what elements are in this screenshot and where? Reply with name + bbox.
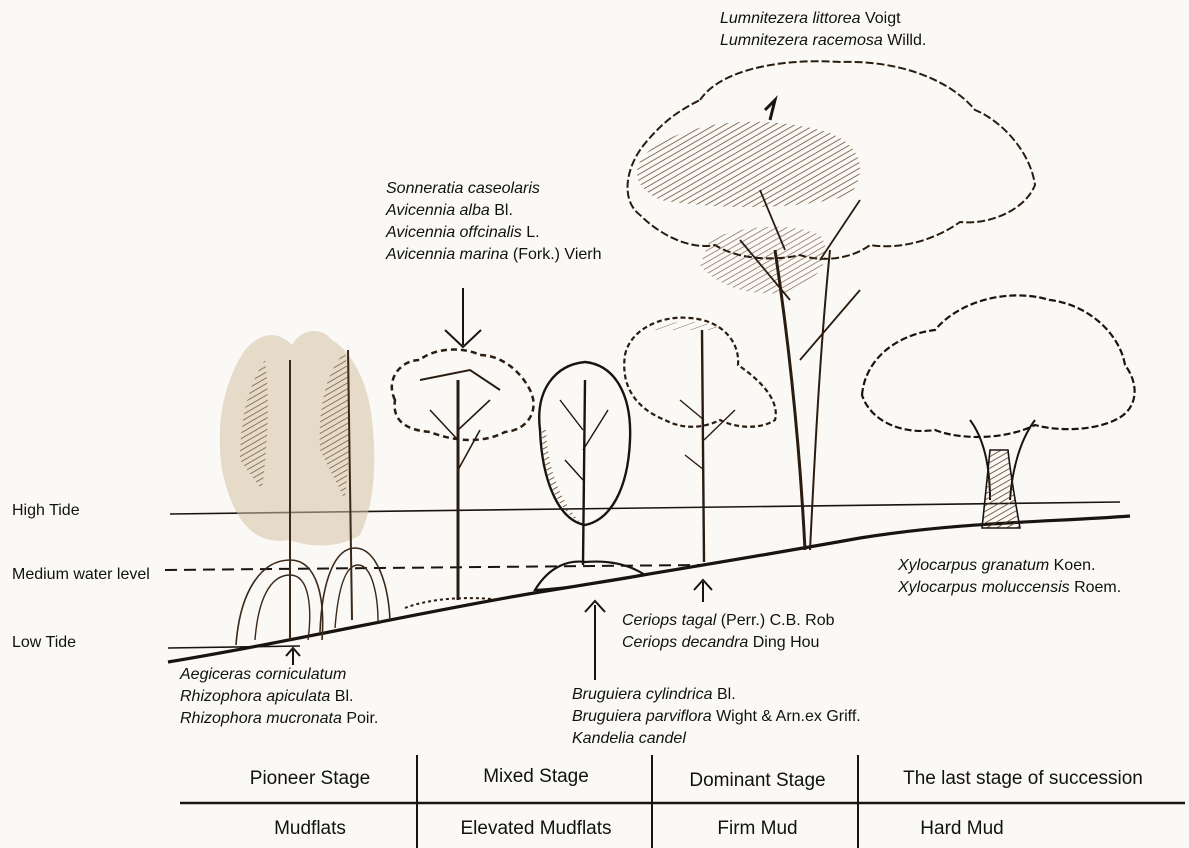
species-label: Avicennia marina (Fork.) Vierh <box>386 244 602 266</box>
species-author: Willd. <box>883 32 927 49</box>
species-label: Bruguiera parviflora Wight & Arn.ex Grif… <box>572 706 861 728</box>
species-author: Poir. <box>342 710 378 727</box>
species-author: Bl. <box>330 688 353 705</box>
species-name: Sonneratia caseolaris <box>386 180 540 197</box>
medium-water-line <box>165 565 700 570</box>
label-group-sonneratia: Sonneratia caseolaris Avicennia alba Bl.… <box>386 178 602 266</box>
species-author: Roem. <box>1070 579 1122 596</box>
species-label: Ceriops tagal (Perr.) C.B. Rob <box>622 610 835 632</box>
species-label: Xylocarpus moluccensis Roem. <box>898 577 1121 599</box>
species-author: L. <box>522 224 540 241</box>
tree-lumnitzera <box>628 61 1035 550</box>
species-name: Kandelia candel <box>572 730 686 747</box>
species-label: Rhizophora mucronata Poir. <box>180 708 378 730</box>
label-high-tide: High Tide <box>12 502 80 520</box>
stage-dominant: Dominant Stage <box>655 770 860 792</box>
label-group-ceriops: Ceriops tagal (Perr.) C.B. Rob Ceriops d… <box>622 610 835 654</box>
substrate-firm-mud: Firm Mud <box>655 818 860 840</box>
species-label: Avicennia alba Bl. <box>386 200 602 222</box>
label-group-lumnitzera: Lumnitezera littorea Voigt Lumnitezera r… <box>720 8 926 52</box>
species-author: (Fork.) Vierh <box>508 246 601 263</box>
tree-bruguiera <box>535 362 645 590</box>
species-name: Aegiceras corniculatum <box>180 666 346 683</box>
label-group-xylocarpus: Xylocarpus granatum Koen. Xylocarpus mol… <box>898 555 1121 599</box>
species-author: Bl. <box>490 202 513 219</box>
species-name: Avicennia offcinalis <box>386 224 522 241</box>
species-label: Bruguiera cylindrica Bl. <box>572 684 861 706</box>
species-name: Avicennia marina <box>386 246 508 263</box>
species-author: Wight & Arn.ex Griff. <box>712 708 861 725</box>
species-label: Ceriops decandra Ding Hou <box>622 632 835 654</box>
species-label: Xylocarpus granatum Koen. <box>898 555 1121 577</box>
species-label: Aegiceras corniculatum <box>180 664 378 686</box>
species-author: Voigt <box>861 10 901 27</box>
species-label: Kandelia candel <box>572 728 861 750</box>
arrow-bruguiera <box>585 601 605 680</box>
tree-xylocarpus <box>862 295 1135 528</box>
substrate-elevated-mudflats: Elevated Mudflats <box>420 818 652 840</box>
species-name: Avicennia alba <box>386 202 490 219</box>
label-low-tide: Low Tide <box>12 634 76 652</box>
tree-rhizophora <box>220 331 390 645</box>
species-name: Bruguiera parviflora <box>572 708 712 725</box>
tree-avicennia <box>392 350 534 608</box>
species-name: Xylocarpus granatum <box>898 557 1049 574</box>
substrate-mudflats: Mudflats <box>200 818 420 840</box>
species-author: Bl. <box>713 686 736 703</box>
species-label: Lumnitezera racemosa Willd. <box>720 30 926 52</box>
species-name: Bruguiera cylindrica <box>572 686 713 703</box>
arrow-avicennia <box>445 288 481 347</box>
label-group-aegiceras: Aegiceras corniculatum Rhizophora apicul… <box>180 664 378 730</box>
species-label: Lumnitezera littorea Voigt <box>720 8 926 30</box>
species-label: Avicennia offcinalis L. <box>386 222 602 244</box>
species-author: (Perr.) C.B. Rob <box>716 612 834 629</box>
stage-mixed: Mixed Stage <box>420 766 652 788</box>
species-name: Rhizophora apiculata <box>180 688 330 705</box>
species-name: Ceriops decandra <box>622 634 748 651</box>
label-medium-water-level: Medium water level <box>12 566 150 584</box>
label-group-bruguiera: Bruguiera cylindrica Bl. Bruguiera parvi… <box>572 684 861 750</box>
species-label: Sonneratia caseolaris <box>386 178 602 200</box>
stage-last: The last stage of succession <box>862 768 1184 790</box>
species-author: Koen. <box>1049 557 1095 574</box>
species-name: Lumnitezera littorea <box>720 10 861 27</box>
low-tide-line <box>168 646 300 648</box>
tree-ceriops <box>624 318 776 562</box>
species-label: Rhizophora apiculata Bl. <box>180 686 378 708</box>
species-name: Rhizophora mucronata <box>180 710 342 727</box>
arrow-rhizophora <box>286 648 300 665</box>
arrow-ceriops <box>694 580 712 602</box>
species-name: Ceriops tagal <box>622 612 716 629</box>
species-author: Ding Hou <box>748 634 819 651</box>
species-name: Xylocarpus moluccensis <box>898 579 1070 596</box>
substrate-hard-mud: Hard Mud <box>862 818 1062 840</box>
stage-pioneer: Pioneer Stage <box>200 768 420 790</box>
species-name: Lumnitezera racemosa <box>720 32 883 49</box>
